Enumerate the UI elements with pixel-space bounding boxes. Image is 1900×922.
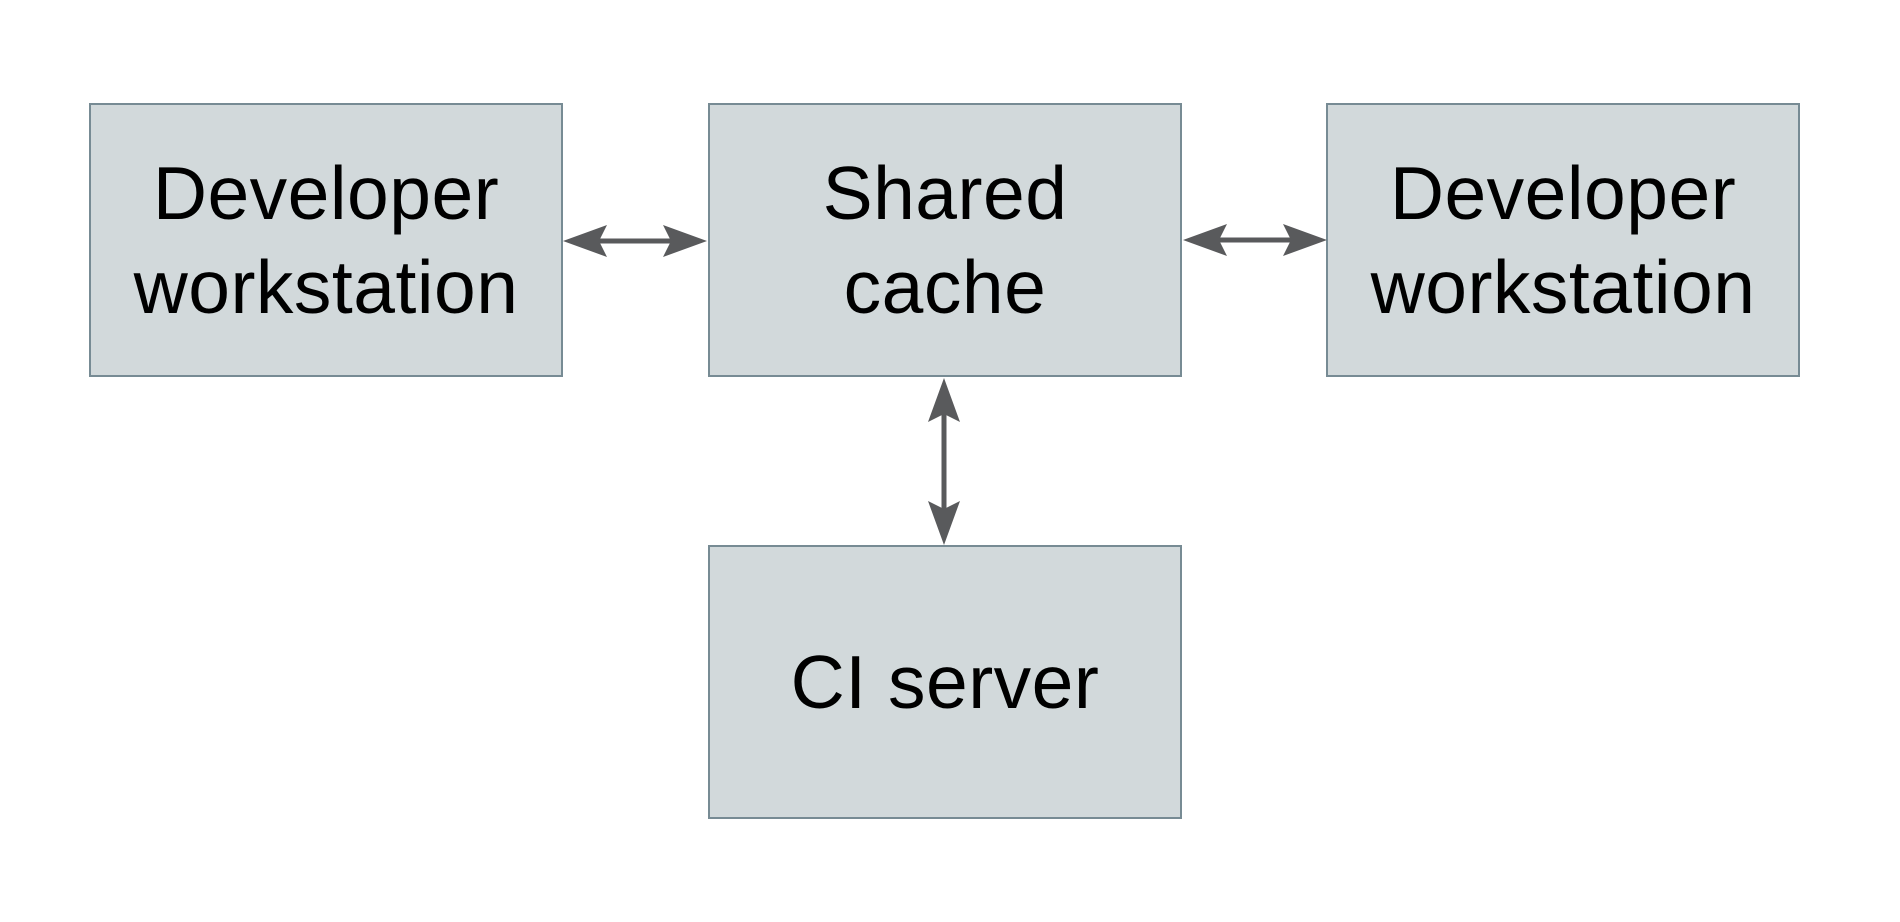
node-ci-server-label: CI server: [790, 640, 1100, 724]
arrowhead-left: [1183, 224, 1227, 256]
arrowhead-right: [1283, 224, 1327, 256]
arrow-devleft-sharedcache-icon: [563, 225, 707, 257]
arrowhead-down: [928, 501, 960, 545]
node-developer-workstation-right-label: Developer workstation: [1370, 151, 1756, 329]
arrow-sharedcache-ciserver-icon: [928, 378, 960, 545]
node-developer-workstation-left-label: Developer workstation: [133, 151, 519, 329]
arrowhead-left: [563, 225, 607, 257]
node-developer-workstation-right: Developer workstation: [1326, 103, 1800, 377]
arrow-sharedcache-devright-icon: [1183, 224, 1327, 256]
node-shared-cache-label: Shared cache: [822, 151, 1068, 329]
node-ci-server: CI server: [708, 545, 1182, 819]
arrowhead-up: [928, 378, 960, 422]
arrowhead-right: [663, 225, 707, 257]
node-shared-cache: Shared cache: [708, 103, 1182, 377]
node-developer-workstation-left: Developer workstation: [89, 103, 563, 377]
